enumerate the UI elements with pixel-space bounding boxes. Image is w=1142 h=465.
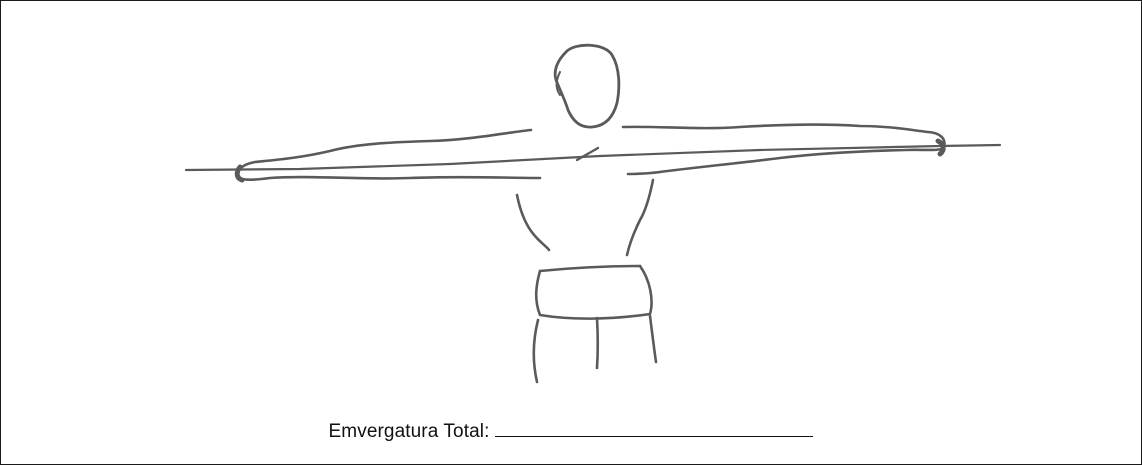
center-leg-line <box>597 318 598 368</box>
torso-left-side <box>517 195 549 250</box>
right-leg <box>650 316 656 362</box>
shorts-waistband <box>540 266 640 271</box>
neck-mark <box>577 148 598 160</box>
left-arm-outline <box>238 130 540 180</box>
left-leg <box>534 320 538 382</box>
head-outline <box>555 45 619 127</box>
left-hand <box>237 167 242 180</box>
arm-span-caption: Emvergatura Total: <box>0 420 1142 443</box>
arm-span-answer-blank[interactable] <box>495 420 813 437</box>
measurement-line <box>186 145 1000 170</box>
arm-span-label: Emvergatura Total: <box>329 421 490 442</box>
shorts-outline <box>536 266 651 319</box>
torso-right-side <box>627 180 653 255</box>
